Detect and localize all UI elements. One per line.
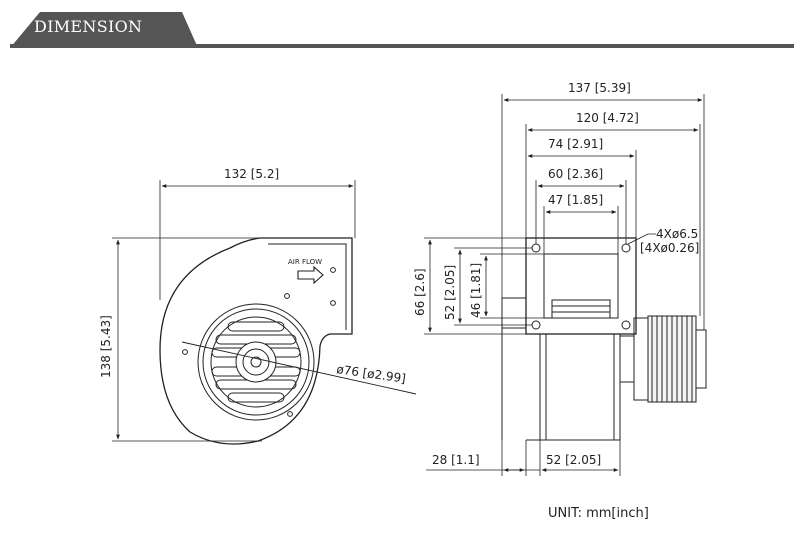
header-tab-shape (10, 12, 198, 48)
dim-74-label: 74 [2.91] (548, 137, 603, 151)
motor-rear-cap (695, 329, 707, 389)
diameter-leader (181, 341, 417, 395)
mount-hole-left (182, 349, 188, 355)
flange-hole-tl (531, 243, 541, 253)
motor-hub-outer (235, 341, 277, 383)
grille-bar (227, 321, 285, 332)
flange-hole-tr (621, 243, 631, 253)
dim-66-label: 66 [2.6] (413, 268, 427, 316)
hole-callout-mm: 4Xø6.5 (656, 227, 698, 241)
header-underline (10, 44, 794, 48)
section-title: DIMENSION (34, 17, 143, 36)
dim-137-label: 137 [5.39] (568, 81, 631, 95)
housing-inner-edge (268, 243, 347, 330)
unit-label: UNIT: mm[inch] (548, 506, 649, 521)
hole-leader (627, 233, 656, 245)
grille-bar (227, 392, 285, 403)
dim-46-label: 46 [1.81] (469, 263, 483, 318)
outlet-stub (501, 297, 527, 329)
fan-housing-outline (159, 237, 353, 445)
header-bar (10, 12, 794, 48)
dim-52-vertical-label: 52 [2.05] (443, 265, 457, 320)
mount-hole-top (330, 267, 336, 273)
airflow-label: AIR FLOW (288, 258, 322, 266)
flange-opening (543, 253, 619, 319)
dim-28-label: 28 [1.1] (432, 453, 480, 467)
motor-mount (619, 335, 635, 383)
motor-hub-center (250, 356, 262, 368)
flange-hole-br (621, 320, 631, 330)
inlet-ring-outer (197, 303, 315, 421)
front-view (112, 180, 417, 445)
mounting-flange (525, 237, 637, 335)
side-view (424, 94, 707, 476)
dim-47-label: 47 [1.85] (548, 193, 603, 207)
dim-60-label: 60 [2.36] (548, 167, 603, 181)
dim-138-label: 138 [5.43] (99, 315, 113, 378)
diameter-label: ø76 [ø2.99] (336, 362, 407, 386)
motor-fins (647, 315, 697, 403)
inlet-ring-inner (202, 308, 310, 416)
inlet-grille-boundary (210, 316, 302, 408)
scroll-body (539, 333, 621, 441)
hole-callout-inch: [4Xø0.26] (640, 241, 699, 255)
flange-hole-bl (531, 320, 541, 330)
impeller-slot (551, 299, 611, 319)
dim-120-label: 120 [4.72] (576, 111, 639, 125)
airflow-arrow-icon (297, 265, 324, 285)
section-header: DIMENSION (0, 0, 810, 60)
dim-132-label: 132 [5.2] (224, 167, 279, 181)
dim-52-bottom-label: 52 [2.05] (546, 453, 601, 467)
mount-hole-upper (284, 293, 290, 299)
motor-hub-mid (242, 348, 270, 376)
mount-hole-mid (330, 300, 336, 306)
mount-hole-bottom (287, 411, 293, 417)
